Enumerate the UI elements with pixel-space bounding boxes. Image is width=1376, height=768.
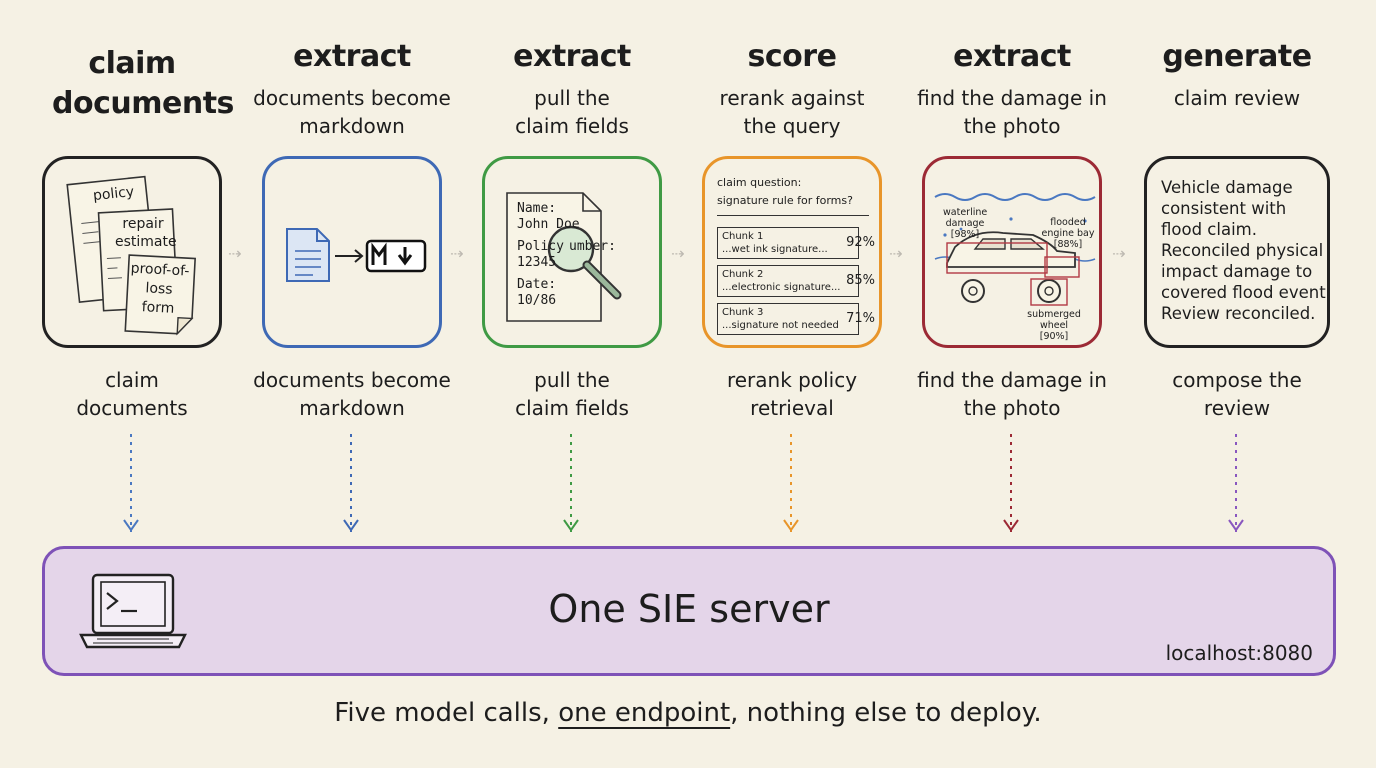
chunk-text: ...wet ink signature... <box>722 244 828 255</box>
flow-arrow-icon: ⇢ <box>450 244 464 263</box>
claim-review-text: Vehicle damage consistent with flood cla… <box>1161 178 1330 323</box>
down-arrow-icon <box>783 434 799 532</box>
stage-subtitle: find the damage in the photo <box>917 86 1107 138</box>
stage-caption: documents become markdown <box>253 368 451 420</box>
connector-arrows <box>123 434 1244 532</box>
field-name-label: Name: <box>517 201 557 216</box>
chunk-title: Chunk 3 <box>722 307 764 318</box>
stage-verb: extract <box>953 39 1071 74</box>
detection-name: flooded engine bay <box>1041 217 1095 239</box>
claim-papers-illustration <box>66 175 197 336</box>
detection-score: [98%] <box>950 229 980 240</box>
field-policy-label: Policy <box>517 239 564 254</box>
tagline-emphasis: one endpoint <box>558 698 731 728</box>
flow-arrow-icon: ⇢ <box>671 244 685 263</box>
stage-caption: claim documents <box>76 368 188 420</box>
down-arrow-icon <box>1228 434 1244 532</box>
tagline-start: Five model calls, <box>334 698 559 728</box>
chunk-score: 71% <box>846 311 875 326</box>
server-host: localhost:8080 <box>1165 641 1313 665</box>
chunk-2: Chunk 2 ...electronic signature... <box>717 265 859 297</box>
markdown-icon <box>365 239 427 273</box>
flow-arrow-icon: ⇢ <box>889 244 903 263</box>
field-date-label: Date: <box>517 277 557 292</box>
stage-subtitle: documents become markdown <box>253 86 451 138</box>
chunk-score: 85% <box>846 273 875 288</box>
detection-score: [88%] <box>1053 239 1083 250</box>
magnifier-icon <box>547 225 622 300</box>
claim-question-line-1: claim question: <box>717 176 802 189</box>
detection-label-wheel: submerged wheel [90%] <box>1025 309 1083 342</box>
chunk-title: Chunk 2 <box>722 269 764 280</box>
stage-card: claim question: signature rule for forms… <box>702 156 882 348</box>
stage-caption: pull the claim fields <box>515 368 629 420</box>
paper-label-proof-of-loss: proof-of-loss form <box>130 260 190 317</box>
chunk-score: 92% <box>846 235 875 250</box>
chunk-1: Chunk 1 ...wet ink signature... <box>717 227 859 259</box>
document-icon <box>286 228 330 282</box>
down-arrow-icon <box>343 434 359 532</box>
detection-label-engine-bay: flooded engine bay [88%] <box>1039 217 1097 250</box>
stage-card <box>262 156 442 348</box>
detection-label-waterline: waterline damage [98%] <box>943 207 987 240</box>
chunk-text: ...electronic signature... <box>722 282 841 293</box>
form-illustration <box>506 192 622 322</box>
chunk-title: Chunk 1 <box>722 231 764 242</box>
stage-verb: claim documents <box>52 46 234 121</box>
field-name-value: John Doe <box>517 217 580 232</box>
down-arrow-icon <box>563 434 579 532</box>
stage-card: policy repair estimate proof-of-loss for… <box>42 156 222 348</box>
stage-verb: generate <box>1162 39 1312 74</box>
stage-card: waterline damage [98%] flooded engine ba… <box>922 156 1102 348</box>
detection-score: [90%] <box>1039 331 1069 342</box>
arrow-right-icon <box>335 249 364 263</box>
sie-server-bar: One SIE server localhost:8080 <box>42 546 1336 676</box>
chunk-3: Chunk 3 ...signature not needed <box>717 303 859 335</box>
stage-card: Name: John Doe Policy umber: 12345 Date:… <box>482 156 662 348</box>
stage-caption: compose the review <box>1172 368 1302 420</box>
question-divider <box>717 215 869 216</box>
server-title: One SIE server <box>548 587 830 631</box>
detection-name: submerged wheel <box>1027 309 1081 331</box>
chunk-text: ...signature not needed <box>722 320 839 331</box>
stage-verb: extract <box>513 39 631 74</box>
flow-arrow-icon: ⇢ <box>1112 244 1126 263</box>
field-policy-suffix: umber: <box>569 239 616 254</box>
document-to-markdown-illustration <box>286 228 427 282</box>
tagline-end: , nothing else to deploy. <box>730 698 1042 728</box>
down-arrow-icon <box>1003 434 1019 532</box>
tagline: Five model calls, one endpoint, nothing … <box>0 698 1376 728</box>
stage-caption: rerank policy retrieval <box>726 368 858 420</box>
stage-verb: extract <box>293 39 411 74</box>
field-date-value: 10/86 <box>517 293 557 308</box>
claim-question-line-2: signature rule for forms? <box>717 194 853 207</box>
stage-verb: score <box>747 39 837 74</box>
flooded-car-illustration <box>934 193 1096 306</box>
stage-caption: find the damage in the photo <box>917 368 1107 420</box>
stage-card: Vehicle damage consistent with flood cla… <box>1144 156 1330 348</box>
field-policy-value: 12345 <box>517 255 557 270</box>
stage-subtitle: rerank against the query <box>719 86 865 138</box>
paper-label-repair-estimate: repair estimate <box>115 216 177 250</box>
stage-subtitle: claim review <box>1173 86 1301 110</box>
flow-arrow-icon: ⇢ <box>228 244 242 263</box>
down-arrow-icon <box>123 434 139 532</box>
detection-name: waterline damage <box>943 207 988 229</box>
stage-subtitle: pull the claim fields <box>515 86 629 138</box>
terminal-laptop-icon <box>79 573 187 649</box>
